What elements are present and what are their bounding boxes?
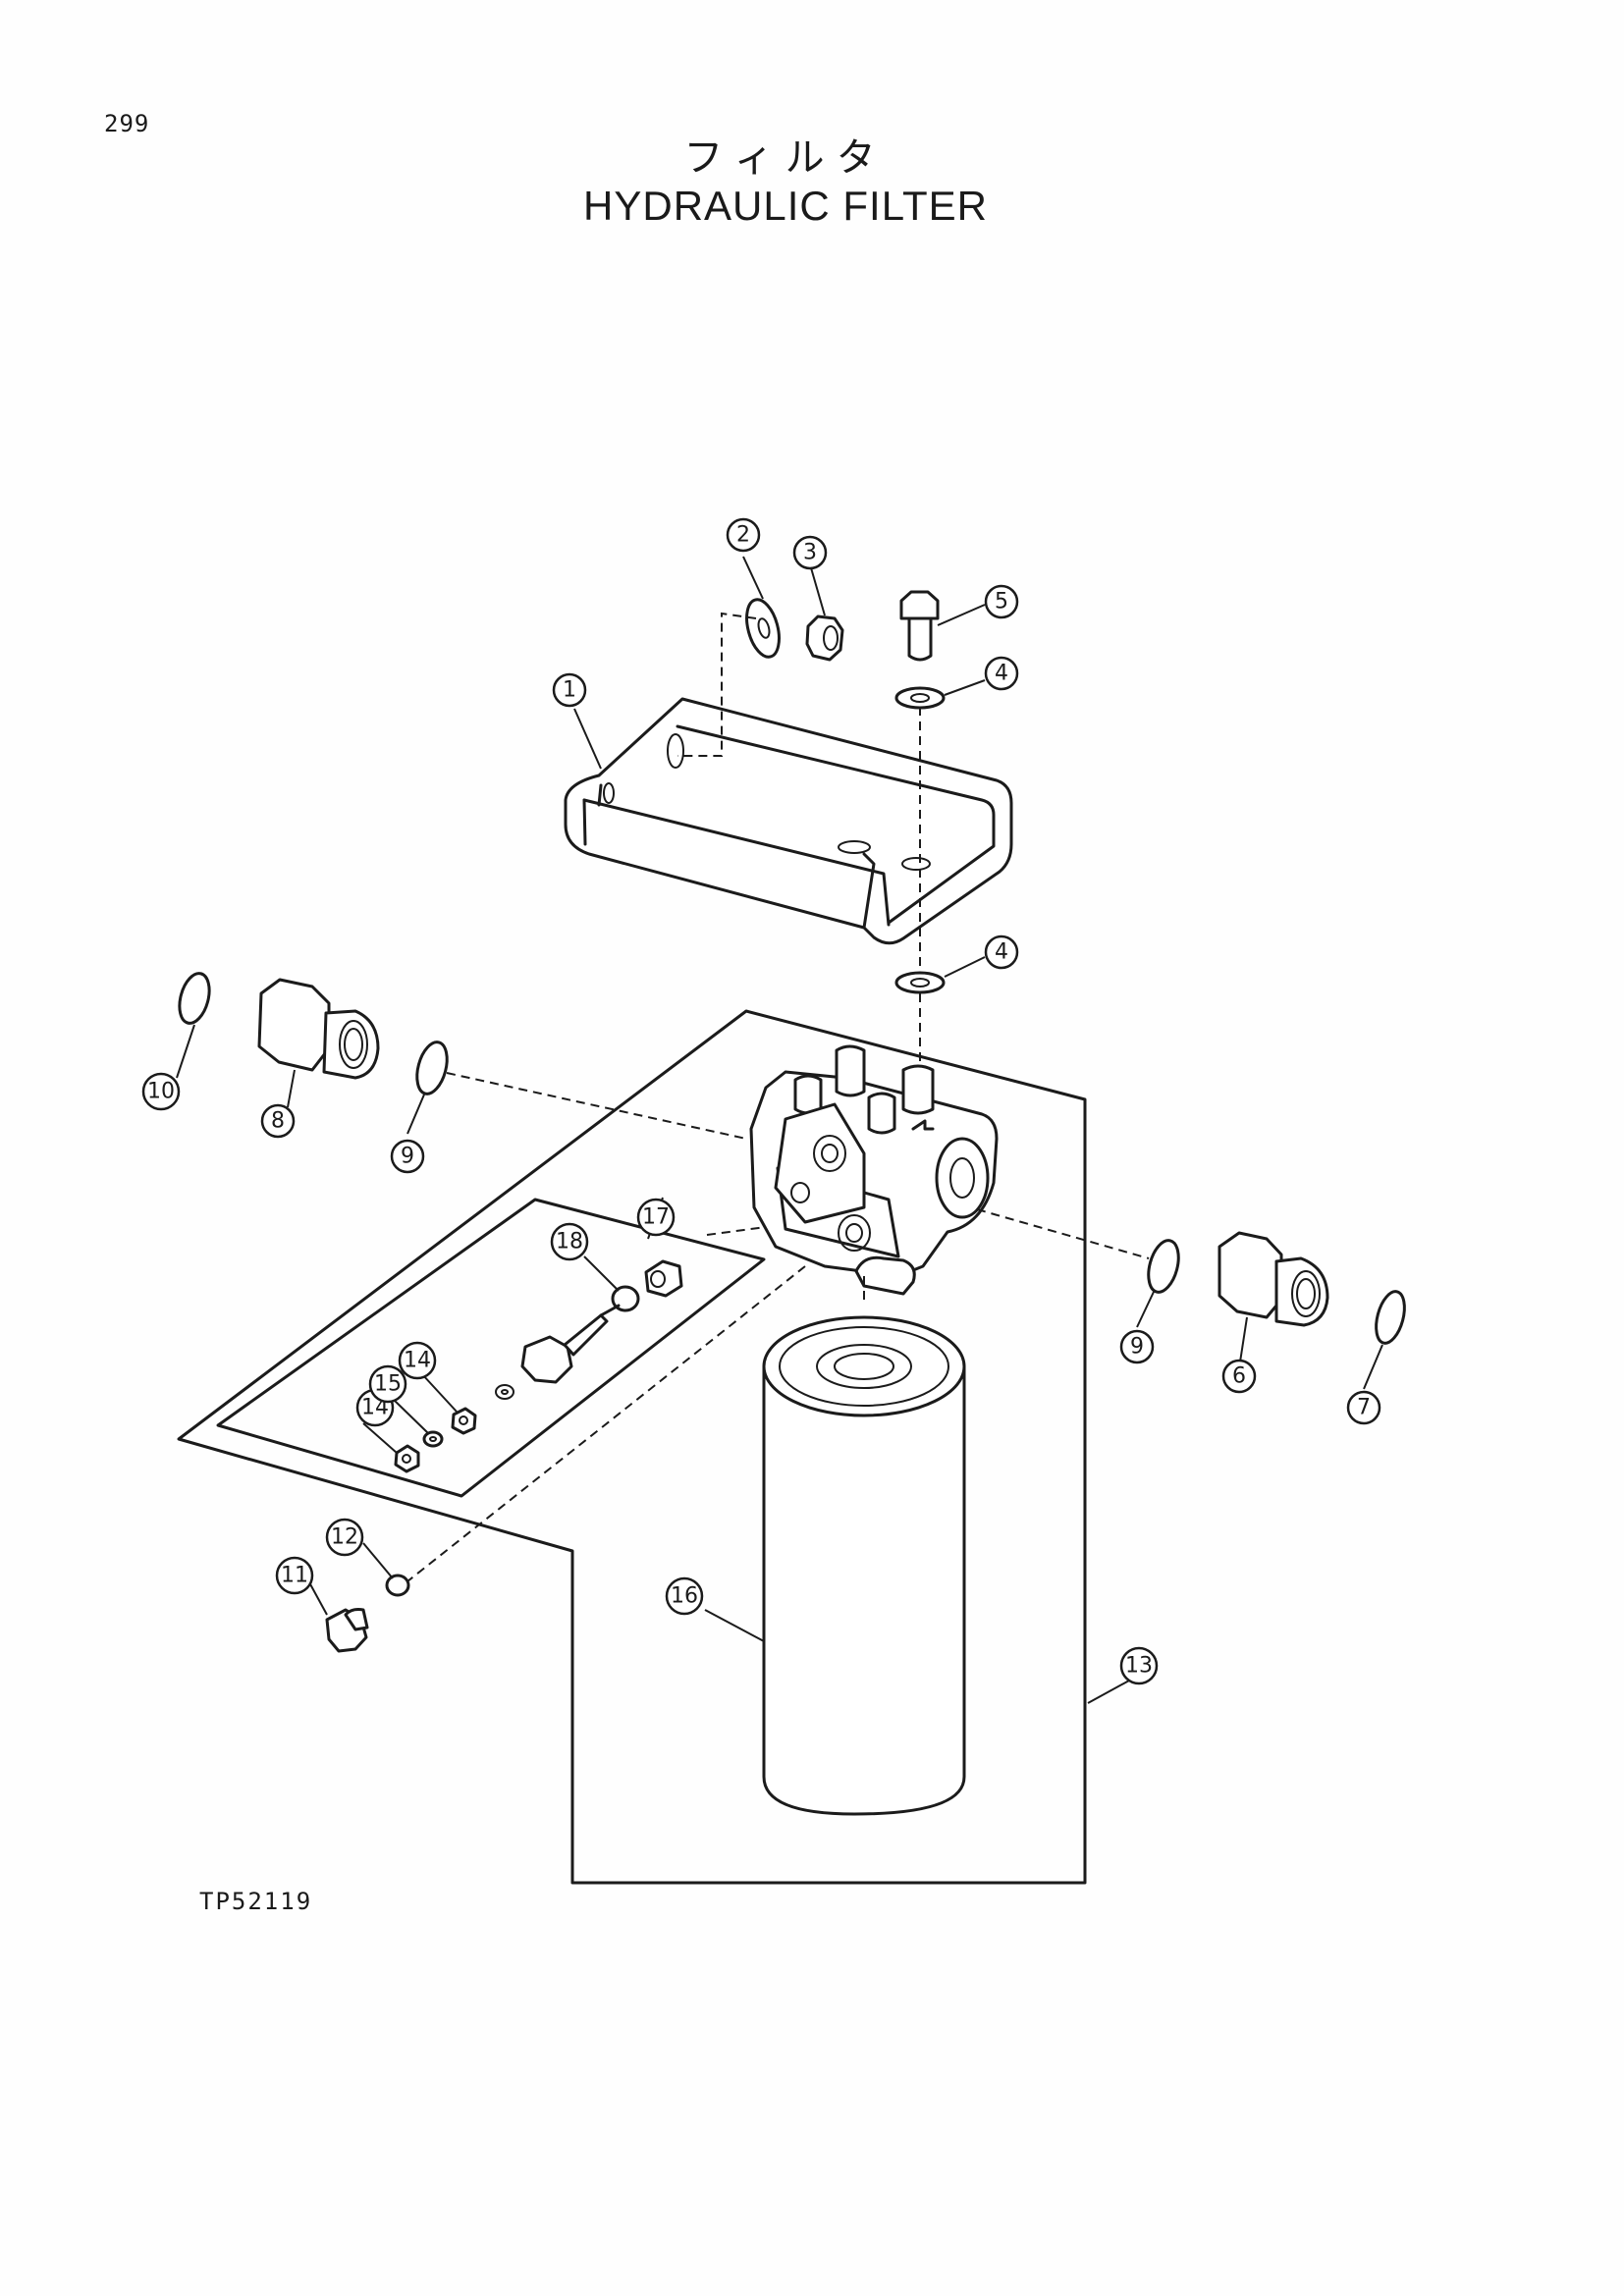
filter-head [749, 1044, 999, 1296]
callout-9: 9 [1119, 1329, 1155, 1364]
washer-part-4-lower [894, 971, 946, 994]
callout-7: 7 [1346, 1390, 1381, 1425]
callout-number: 2 [736, 523, 750, 548]
callout-number: 9 [401, 1145, 414, 1169]
callout-number: 1 [563, 678, 576, 703]
callout-5: 5 [984, 584, 1019, 619]
callout-number: 11 [281, 1564, 308, 1588]
callout-circle [1221, 1359, 1257, 1394]
title-japanese: フィルタ [683, 135, 888, 181]
callout-circle [636, 1198, 676, 1237]
adapter-part-6 [1218, 1231, 1329, 1327]
kit-boundary-17 [216, 1198, 766, 1498]
callout-number: 8 [271, 1109, 285, 1134]
callout-number: 4 [995, 940, 1008, 965]
callout-circle [325, 1518, 364, 1557]
callout-4: 4 [984, 656, 1019, 691]
callout-11: 11 [275, 1556, 314, 1595]
callout-circle [141, 1072, 181, 1111]
callout-number: 9 [1130, 1335, 1144, 1360]
callout-circle [1346, 1390, 1381, 1425]
callout-circle [726, 517, 761, 553]
o-ring-part-12 [385, 1574, 410, 1597]
callout-2: 2 [726, 517, 761, 553]
filter-cartridge-part-16 [762, 1315, 966, 1816]
bracket-part-1 [564, 697, 1013, 945]
callout-circle [984, 934, 1019, 970]
callout-4: 4 [984, 934, 1019, 970]
callout-16: 16 [665, 1576, 704, 1616]
callout-number: 15 [374, 1372, 402, 1397]
callout-number: 12 [331, 1525, 358, 1550]
callout-number: 18 [556, 1230, 583, 1255]
callout-number: 16 [671, 1584, 698, 1609]
callout-18: 18 [550, 1222, 589, 1261]
o-ring-part-9-left [415, 1041, 449, 1095]
callout-number: 17 [642, 1205, 670, 1230]
callout-number: 5 [995, 590, 1008, 614]
callout-leaders [176, 556, 1383, 1704]
bolt-part-5 [899, 590, 940, 662]
o-ring-part-9-right [1147, 1239, 1180, 1294]
callout-number: 14 [404, 1349, 431, 1373]
callout-1: 1 [552, 672, 587, 708]
callout-circle [275, 1556, 314, 1595]
callout-circle [552, 672, 587, 708]
washer-part-4-upper [894, 686, 946, 710]
nut-part-14-lower [394, 1444, 420, 1473]
callout-circle [368, 1364, 407, 1404]
callout-number: 10 [147, 1080, 175, 1104]
callout-9: 9 [390, 1139, 425, 1174]
callout-circle [792, 535, 828, 570]
callout-13: 13 [1119, 1646, 1159, 1685]
o-ring-part-7 [1375, 1290, 1406, 1345]
callout-circle [1119, 1329, 1155, 1364]
callout-circle [984, 656, 1019, 691]
nut-part-14-upper [451, 1407, 477, 1435]
callout-14: 14 [398, 1341, 437, 1380]
callout-number: 13 [1125, 1654, 1153, 1679]
washer-part-2 [745, 598, 781, 659]
valve-assembly [495, 1304, 621, 1400]
callout-12: 12 [325, 1518, 364, 1557]
callout-6: 6 [1221, 1359, 1257, 1394]
drawing-code: TP52119 [199, 1888, 313, 1915]
callout-circle [984, 584, 1019, 619]
callout-circle [390, 1139, 425, 1174]
title-english: HYDRAULIC FILTER [583, 183, 988, 229]
adapter-part-8 [257, 978, 380, 1080]
callout-15: 15 [368, 1364, 407, 1404]
callout-number: 4 [995, 662, 1008, 686]
callout-8: 8 [260, 1103, 296, 1139]
callout-circle [550, 1222, 589, 1261]
callout-3: 3 [792, 535, 828, 570]
callout-10: 10 [141, 1072, 181, 1111]
kit-boundary-13 [177, 1009, 1087, 1885]
callout-17: 17 [636, 1198, 676, 1237]
fitting-part-17 [644, 1259, 683, 1298]
callout-number: 3 [803, 541, 817, 565]
callout-number: 6 [1232, 1364, 1246, 1389]
plug-part-11 [325, 1608, 369, 1653]
washer-part-15 [422, 1430, 444, 1448]
callout-circle [1119, 1646, 1159, 1685]
page-number: 299 [104, 110, 150, 137]
nut-part-3 [805, 614, 844, 662]
o-ring-part-10 [178, 972, 211, 1025]
callout-number: 7 [1357, 1396, 1371, 1420]
callout-circle [260, 1103, 296, 1139]
callout-circle [665, 1576, 704, 1616]
callout-circle [398, 1341, 437, 1380]
